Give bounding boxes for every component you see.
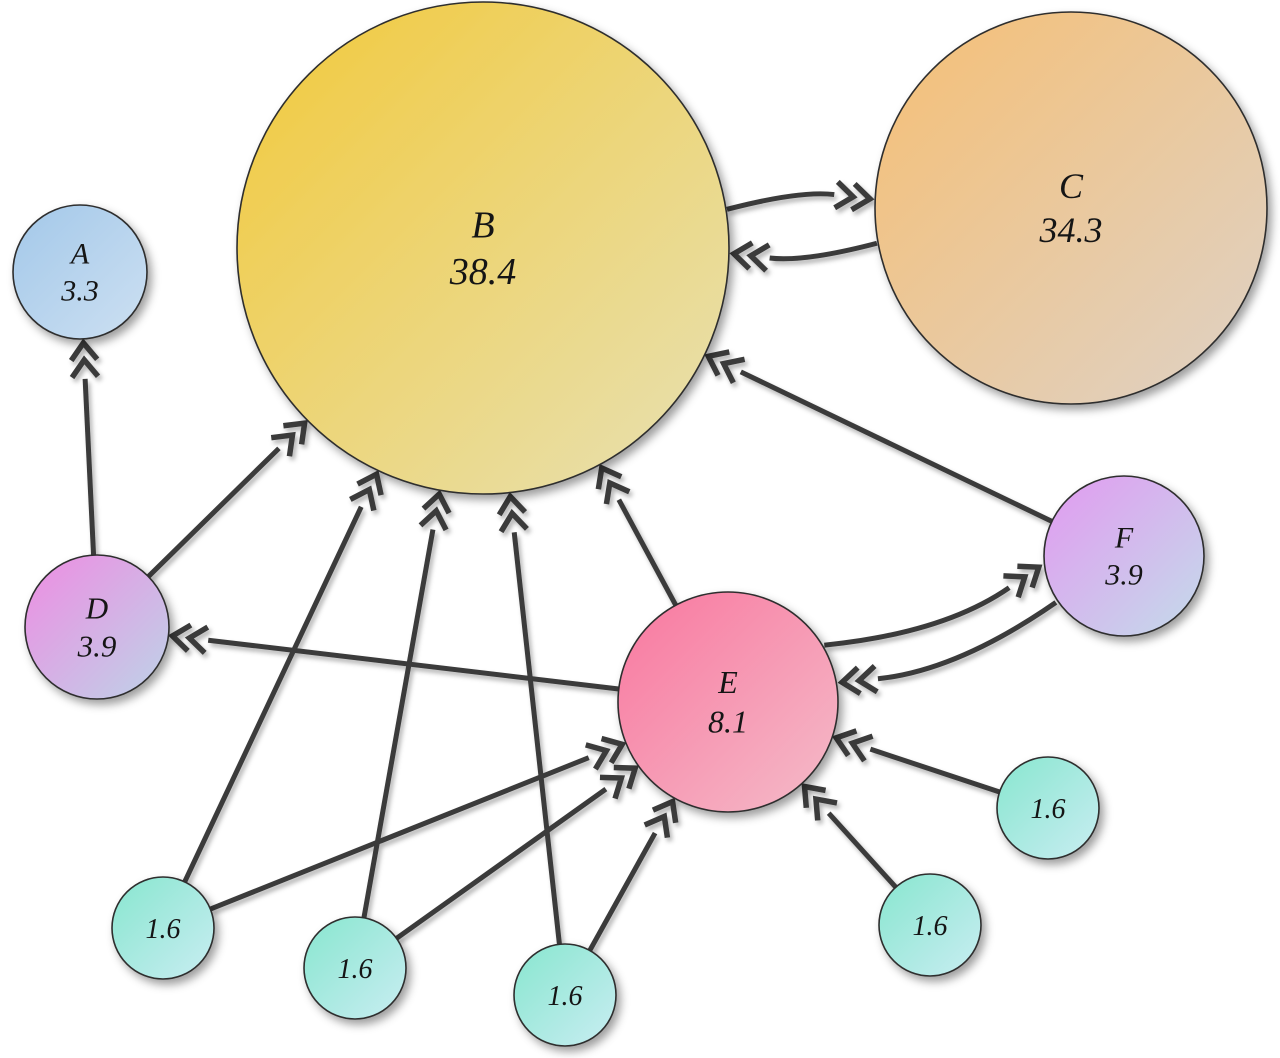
node-E: E8.1 xyxy=(617,591,839,813)
node-circle-F xyxy=(1043,475,1205,637)
node-K: 1.6 xyxy=(996,756,1100,860)
node-circle-C xyxy=(874,11,1268,405)
node-value: 1.6 xyxy=(1031,794,1066,825)
node-circle-B xyxy=(236,1,730,495)
node-circle-J xyxy=(878,873,982,977)
edge-J-E xyxy=(801,783,898,889)
node-F: F 3.9 xyxy=(1043,475,1205,637)
edge-K-E xyxy=(831,728,1001,795)
node-value: 3.3 xyxy=(60,275,99,308)
edge-D-B xyxy=(146,419,308,579)
node-letter: A xyxy=(69,238,90,271)
nodes-layer: A3.3B38.4C34.3D3.9E8.1F3.91.61.61.61.61.… xyxy=(12,1,1268,1047)
node-circle-K xyxy=(996,756,1100,860)
node-circle-D xyxy=(24,554,170,700)
node-value: 3.9 xyxy=(1104,559,1143,592)
node-circle-H xyxy=(303,916,407,1020)
edge-G-B xyxy=(182,470,384,883)
edge-I-B xyxy=(496,492,562,945)
node-letter: B xyxy=(471,204,494,246)
node-value: 1.6 xyxy=(913,911,948,942)
edge-F-B xyxy=(704,349,1053,524)
node-G: 1.6 xyxy=(111,876,215,980)
node-I: 1.6 xyxy=(513,943,617,1047)
node-D: D3.9 xyxy=(24,554,170,700)
edge-I-E xyxy=(587,797,679,952)
edge-F-E xyxy=(837,600,1058,696)
edge-E-F xyxy=(824,563,1043,648)
edge-G-E xyxy=(209,735,627,912)
node-value: 1.6 xyxy=(338,954,373,985)
node-letter: F xyxy=(1114,522,1134,555)
node-value: 3.9 xyxy=(77,628,117,663)
node-A: A 3.3 xyxy=(12,204,148,340)
node-J: 1.6 xyxy=(878,873,982,977)
node-value: 1.6 xyxy=(548,981,583,1012)
edge-B-C xyxy=(726,179,875,213)
node-circle-I xyxy=(513,943,617,1047)
node-circle-G xyxy=(111,876,215,980)
edge-E-D xyxy=(167,622,620,692)
node-letter: E xyxy=(717,664,738,700)
node-value: 34.3 xyxy=(1039,210,1103,250)
edge-C-B xyxy=(729,240,878,273)
node-C: C34.3 xyxy=(874,11,1268,405)
edge-H-B xyxy=(361,489,452,919)
edge-E-B xyxy=(595,464,678,607)
node-B: B 38.4 xyxy=(236,1,730,495)
node-circle-A xyxy=(12,204,148,340)
node-value: 8.1 xyxy=(708,703,748,739)
node-letter: C xyxy=(1059,166,1084,206)
edge-D-A xyxy=(68,338,101,556)
node-letter: D xyxy=(85,590,108,625)
node-value: 38.4 xyxy=(449,251,517,293)
node-value: 1.6 xyxy=(146,914,181,945)
edge-H-E xyxy=(395,764,639,941)
node-circle-E xyxy=(617,591,839,813)
edges-layer xyxy=(68,179,1058,952)
node-H: 1.6 xyxy=(303,916,407,1020)
